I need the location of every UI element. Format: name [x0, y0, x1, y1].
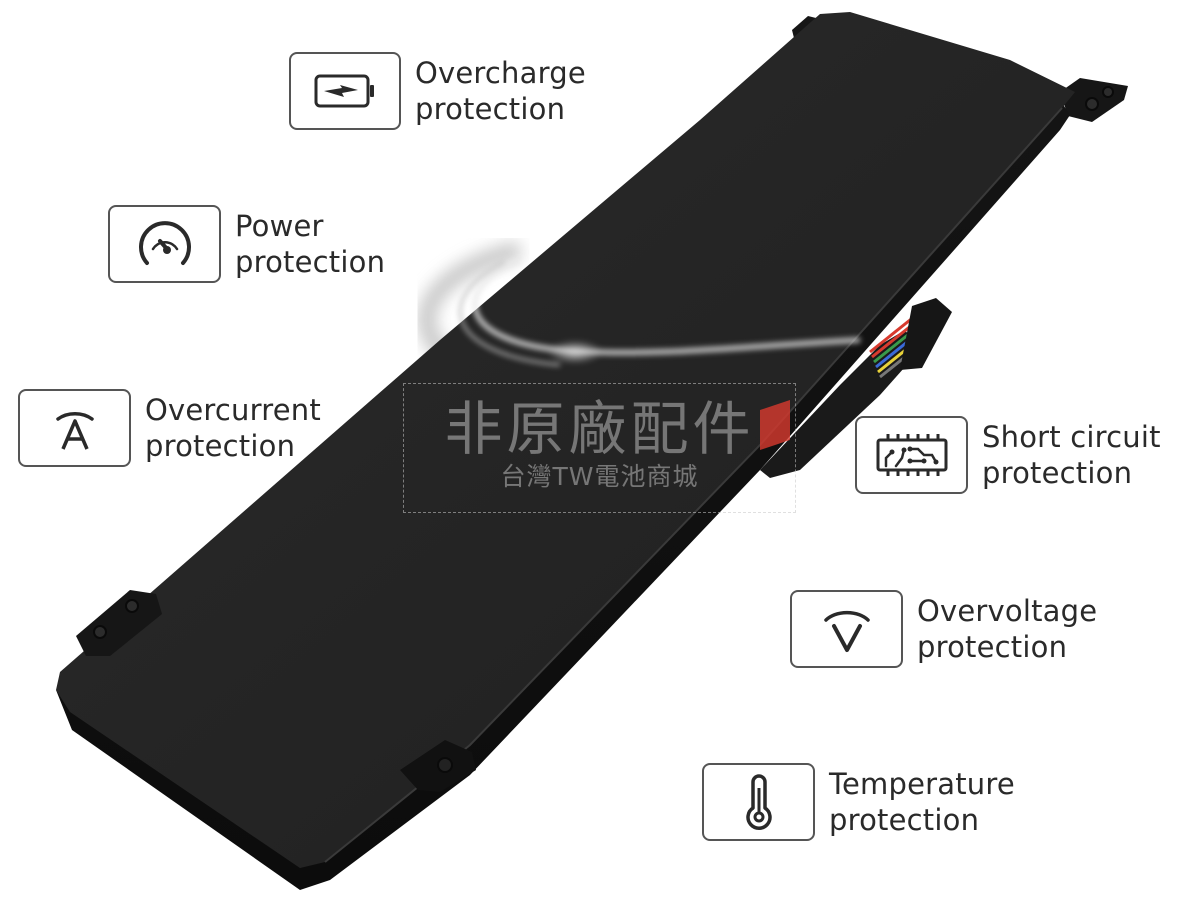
- icon-box: [289, 52, 401, 130]
- circuit-board-icon: [876, 434, 947, 476]
- feature-overcharge: Overcharge protection: [289, 52, 586, 130]
- feature-label: Temperature protection: [829, 766, 1015, 838]
- icon-box: [855, 416, 968, 494]
- feature-overvoltage: Overvoltage protection: [790, 590, 1097, 668]
- feature-label: Short circuit protection: [982, 419, 1161, 491]
- icon-box: [702, 763, 815, 841]
- feature-title: Overcurrent: [145, 393, 321, 427]
- feature-subtitle: protection: [235, 245, 386, 279]
- feature-title: Overcharge: [415, 56, 586, 90]
- gauge-icon: [138, 221, 191, 265]
- feature-label: Overvoltage protection: [917, 593, 1097, 665]
- feature-power: Power protection: [108, 205, 385, 283]
- voltage-icon: [823, 610, 870, 652]
- feature-title: Power: [235, 209, 324, 243]
- feature-subtitle: protection: [145, 429, 296, 463]
- icon-box: [790, 590, 903, 668]
- feature-title: Short circuit: [982, 420, 1161, 454]
- feature-label: Power protection: [235, 208, 385, 280]
- icon-box: [108, 205, 221, 283]
- battery-top-face: [56, 12, 1075, 868]
- mount-tab-bottom-middle: [400, 740, 476, 792]
- feature-overcurrent: Overcurrent protection: [18, 389, 321, 467]
- swoosh-highlight: [458, 257, 861, 367]
- feature-title: Overvoltage: [917, 594, 1098, 628]
- feature-subtitle: protection: [917, 630, 1068, 664]
- feature-subtitle: protection: [829, 803, 980, 837]
- feature-label: Overcurrent protection: [145, 392, 321, 464]
- mount-tab-top-right: [1060, 78, 1128, 122]
- feature-short-circuit: Short circuit protection: [855, 416, 1161, 494]
- cable-connector: [760, 298, 952, 478]
- battery-charging-icon: [314, 74, 374, 108]
- thermometer-icon: [745, 774, 772, 830]
- feature-temperature: Temperature protection: [702, 763, 1015, 841]
- feature-label: Overcharge protection: [415, 55, 586, 127]
- feature-title: Temperature: [829, 767, 1015, 801]
- icon-box: [18, 389, 131, 467]
- ampere-icon: [55, 411, 94, 450]
- feature-subtitle: protection: [982, 456, 1133, 490]
- feature-subtitle: protection: [415, 92, 566, 126]
- mount-tab-bottom-left: [76, 590, 162, 656]
